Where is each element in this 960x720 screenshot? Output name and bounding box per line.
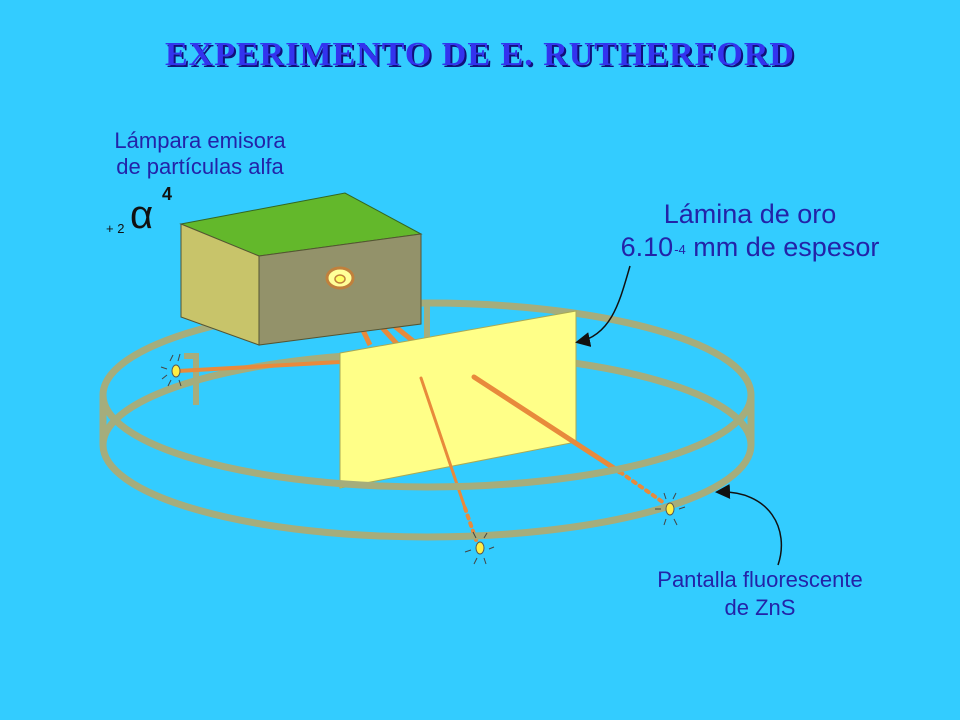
alpha-mass-number: 4	[162, 184, 173, 204]
gold-foil-thickness-unit: mm de espesor	[685, 232, 880, 262]
gold-foil-label-line2: 6.10-4 mm de espesor	[600, 231, 900, 264]
screen-label: Pantalla fluorescente de ZnS	[600, 566, 920, 622]
alpha-symbol: α	[130, 193, 154, 237]
alpha-charge: + 2	[106, 221, 125, 236]
diagram-title: EXPERIMENTO DE E. RUTHERFORD	[165, 36, 795, 73]
lamp-label: Lámpara emisora de partículas alfa	[70, 128, 330, 180]
lamp-label-line2: de partículas alfa	[116, 154, 284, 179]
gold-foil-pointer	[575, 265, 631, 347]
gold-foil-label-line1: Lámina de oro	[663, 199, 837, 229]
screen-ring-slot	[184, 302, 430, 405]
screen-label-line1: Pantalla fluorescente	[657, 567, 863, 592]
lamp-label-line1: Lámpara emisora	[114, 128, 286, 153]
alpha-emitter-lamp	[179, 192, 423, 346]
screen-ring-front	[99, 394, 755, 541]
beam-back-scatter	[177, 360, 341, 373]
gold-foil-thickness-exponent: -4	[674, 242, 686, 257]
flash-icon	[464, 531, 495, 565]
gold-foil	[339, 310, 577, 489]
flash-icon	[655, 492, 686, 526]
gold-foil-label: Lámina de oro 6.10-4 mm de espesor	[600, 198, 900, 264]
flash-icon	[160, 353, 182, 387]
screen-pointer	[715, 484, 783, 566]
screen-label-line2: de ZnS	[724, 595, 796, 620]
gold-foil-thickness-base: 6.10	[620, 232, 674, 262]
